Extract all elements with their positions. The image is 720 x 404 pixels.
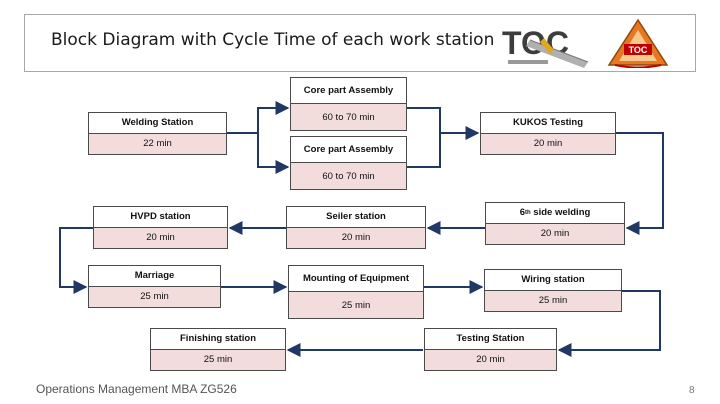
node-time: 25 min — [151, 349, 285, 370]
triangle-logo-text: TOC — [629, 45, 648, 55]
node-name-number: 6 — [519, 207, 525, 219]
node-time: 25 min — [89, 286, 220, 307]
node-hvpd-station: HVPD station 20 min — [93, 206, 228, 249]
page-number: 8 — [689, 385, 695, 396]
node-wiring-station: Wiring station 25 min — [484, 269, 622, 312]
node-mounting-of-equipment: Mounting of Equipment 25 min — [288, 265, 424, 319]
arrow-kukos-to-side6 — [616, 132, 664, 235]
node-name-rest: side welding — [530, 207, 591, 219]
node-core-part-assembly-2: Core part Assembly 60 to 70 min — [290, 136, 407, 190]
node-name: KUKOS Testing — [481, 113, 615, 134]
node-time: 20 min — [486, 223, 624, 244]
title-box: Block Diagram with Cycle Time of each wo… — [24, 14, 696, 72]
node-time: 20 min — [94, 227, 227, 248]
arrow-core2-merge — [407, 133, 441, 168]
node-name: Core part Assembly — [291, 137, 406, 163]
node-name: Core part Assembly — [291, 78, 406, 104]
slide-title: Block Diagram with Cycle Time of each wo… — [51, 30, 495, 50]
node-name: Mounting of Equipment — [289, 266, 423, 292]
arrow-welding-to-core2 — [257, 133, 290, 174]
node-name: Seiler station — [287, 207, 425, 228]
node-time: 25 min — [289, 292, 423, 318]
node-testing-station: Testing Station 20 min — [424, 328, 557, 371]
node-name: Wiring station — [485, 270, 621, 291]
arrow-welding-to-core1 — [227, 101, 290, 134]
node-time: 25 min — [485, 290, 621, 311]
arrow-core1-merge — [407, 107, 441, 133]
footer-course-name: Operations Management MBA ZG526 — [36, 382, 237, 396]
node-time: 60 to 70 min — [291, 163, 406, 189]
node-name-ordinal: th — [524, 209, 531, 216]
node-name: Testing Station — [425, 329, 556, 350]
node-time: 60 to 70 min — [291, 104, 406, 130]
node-name: Finishing station — [151, 329, 285, 350]
arrow-hvpd-to-marriage — [59, 227, 93, 294]
node-core-part-assembly-1: Core part Assembly 60 to 70 min — [290, 77, 407, 131]
node-name: Welding Station — [89, 113, 226, 134]
node-time: 20 min — [481, 133, 615, 154]
arrow-wiring-to-testing — [557, 290, 661, 357]
node-kukos-testing: KUKOS Testing 20 min — [480, 112, 616, 155]
node-name: Marriage — [89, 266, 220, 287]
node-time: 22 min — [89, 133, 226, 154]
node-seiler-station: Seiler station 20 min — [286, 206, 426, 249]
node-time: 20 min — [287, 227, 425, 248]
node-welding-station: Welding Station 22 min — [88, 112, 227, 155]
toc-triangle-logo-icon: TOC — [607, 18, 669, 68]
node-finishing-station: Finishing station 25 min — [150, 328, 286, 371]
node-name: HVPD station — [94, 207, 227, 228]
node-time: 20 min — [425, 349, 556, 370]
toc-logo-icon: TOC — [502, 25, 589, 68]
node-marriage: Marriage 25 min — [88, 265, 221, 308]
